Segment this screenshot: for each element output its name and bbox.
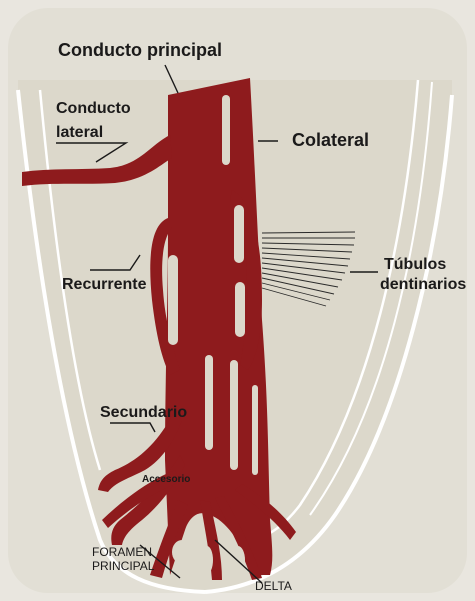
label-foramen-line2: PRINCIPAL xyxy=(92,559,155,573)
label-lateral-canal-line1: Conducto xyxy=(56,100,131,117)
canal-island xyxy=(205,355,213,450)
canal-island xyxy=(172,540,192,564)
canal-island xyxy=(235,282,245,337)
canal-island xyxy=(201,546,213,574)
label-tubules-line1: Túbulos xyxy=(384,256,446,273)
canal-island xyxy=(222,95,230,165)
label-tubules-line2: dentinarios xyxy=(380,276,466,293)
label-secondary: Secundario xyxy=(100,404,187,421)
label-lateral-canal-line2: lateral xyxy=(56,124,103,141)
canal-island xyxy=(234,205,244,263)
label-collateral: Colateral xyxy=(292,130,369,150)
label-foramen-line1: FORAMEN xyxy=(92,545,152,559)
label-accessory: Accesorio xyxy=(142,474,190,485)
canal-island xyxy=(231,546,245,574)
canal-island xyxy=(252,385,258,475)
label-delta: DELTA xyxy=(255,579,292,593)
canal-island xyxy=(168,255,178,345)
label-recurrent: Recurrente xyxy=(62,276,147,293)
canal-island xyxy=(140,525,156,545)
label-main-canal: Conducto principal xyxy=(58,40,222,60)
canal-island xyxy=(230,360,238,470)
